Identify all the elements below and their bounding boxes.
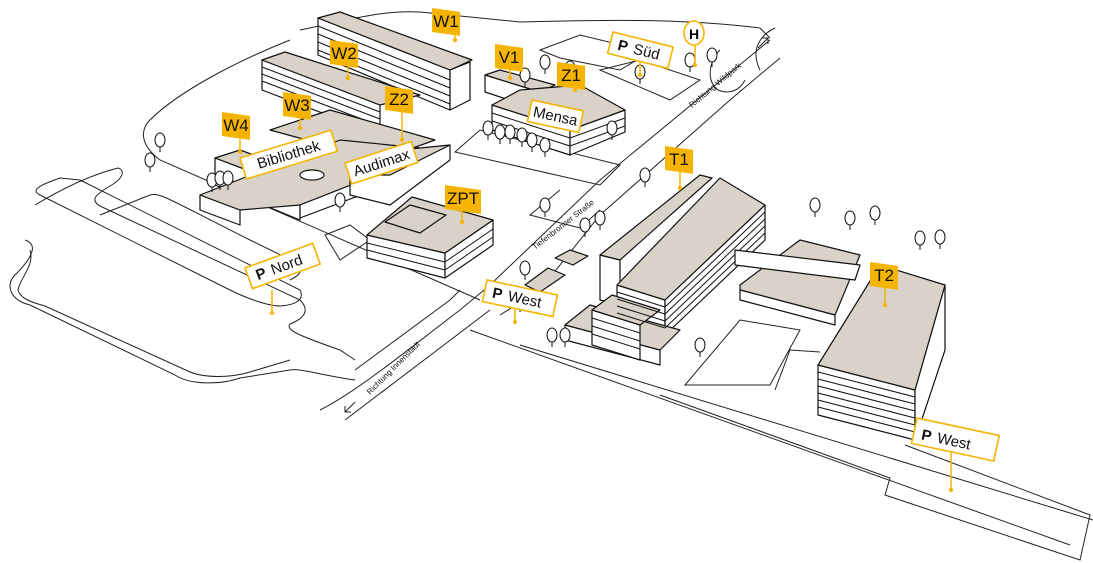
tree-icon: [214, 170, 226, 190]
tree-icon: [144, 152, 156, 172]
tree-icon: [559, 327, 571, 347]
tree-icon: [546, 327, 558, 347]
tree-icon: [504, 124, 516, 144]
parking-pin-nord: [270, 290, 274, 315]
building-label-Z2[interactable]: Z2: [385, 85, 413, 143]
tree-icon: [606, 120, 618, 140]
tree-icon: [934, 229, 946, 249]
building-label-V1[interactable]: V1: [495, 44, 523, 81]
parking-label-text: West: [935, 430, 973, 454]
street-wildpark: Richtung Wildpark: [688, 60, 744, 109]
place-label-mensa[interactable]: Mensa: [526, 99, 585, 134]
building-label-W3[interactable]: W3: [283, 92, 311, 131]
tree-icon: [809, 197, 821, 217]
building-label-text: W2: [331, 44, 357, 63]
building-W1-shape: [317, 11, 473, 111]
parking-icon: P: [920, 427, 933, 446]
building-label-text: T2: [874, 266, 894, 285]
building-label-W2[interactable]: W2: [330, 40, 358, 81]
bus-stop-icon[interactable]: H: [683, 20, 705, 67]
building-T1-shape: [564, 174, 766, 366]
tree-icon: [526, 132, 538, 152]
tree-icon: [869, 205, 881, 225]
building-label-T1[interactable]: T1: [665, 145, 693, 191]
tree-icon: [594, 210, 606, 230]
tree-icon: [694, 337, 706, 357]
arrow-wildpark-icon: [757, 37, 769, 49]
tree-icon: [334, 192, 346, 212]
tree-icon: [914, 230, 926, 250]
tree-icon: [539, 197, 551, 217]
building-label-T2[interactable]: T2: [870, 262, 898, 308]
small-buildings: [524, 249, 589, 293]
bus-stop-label: H: [689, 26, 699, 42]
building-label-text: W1: [433, 12, 459, 31]
tree-icon: [639, 167, 651, 187]
building-label-text: Z1: [561, 66, 581, 85]
trees: [144, 47, 946, 357]
building-label-Z1[interactable]: Z1: [557, 62, 585, 93]
building-ZPT-shape: [366, 196, 494, 279]
building-label-text: Z2: [389, 90, 409, 109]
parking-icon: P: [491, 285, 504, 304]
building-T2-shape: [817, 264, 946, 441]
arrow-innenstadt-icon: [344, 401, 356, 413]
building-label-W4[interactable]: W4: [222, 111, 250, 155]
tree-icon: [494, 124, 506, 144]
building-label-text: ZPT: [447, 189, 479, 208]
tree-icon: [539, 54, 551, 74]
building-label-text: W3: [284, 96, 310, 115]
tree-icon: [519, 260, 531, 280]
building-label-ZPT[interactable]: ZPT: [445, 184, 481, 225]
tree-icon: [222, 170, 234, 190]
building-label-text: V1: [499, 48, 520, 67]
tree-icon: [516, 127, 528, 147]
parking-label-text: Süd: [631, 41, 661, 64]
parking-icon: P: [616, 37, 630, 56]
parking-label-text: West: [506, 288, 544, 312]
tree-icon: [706, 47, 718, 67]
tree-icon: [579, 217, 591, 237]
tree-icon: [539, 137, 551, 157]
tree-icon: [154, 132, 166, 152]
building-label-text: W4: [223, 116, 249, 135]
building-label-text: T1: [669, 150, 689, 169]
building-label-W1[interactable]: W1: [432, 7, 460, 43]
tree-icon: [844, 210, 856, 230]
building-connector-shape: [734, 239, 861, 326]
tree-icon: [684, 52, 696, 72]
tree-icon: [482, 120, 494, 140]
